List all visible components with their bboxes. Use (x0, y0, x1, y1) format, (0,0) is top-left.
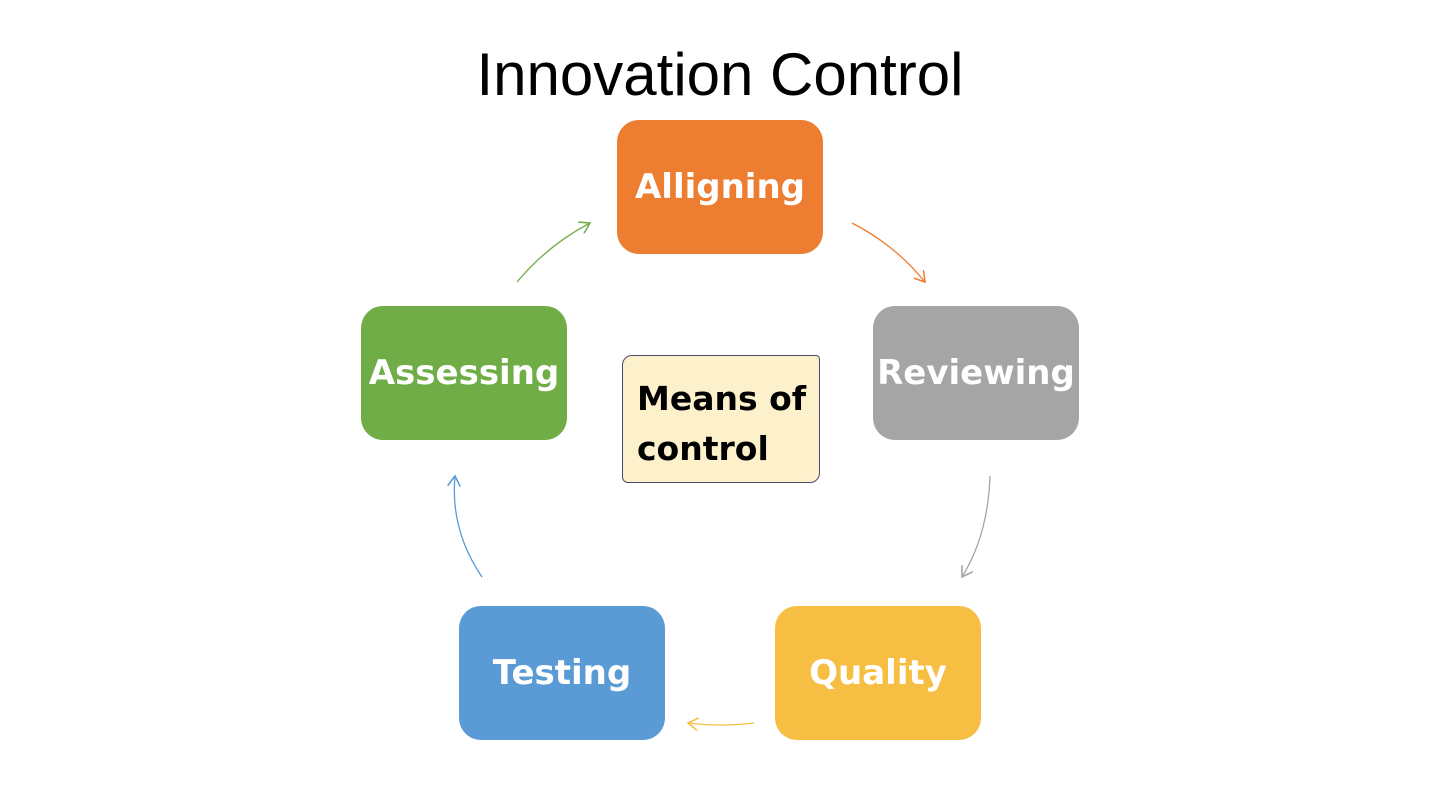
node-alligning: Alligning (617, 120, 823, 254)
node-label: Alligning (634, 167, 806, 207)
arrow-quality-to-testing (688, 723, 755, 725)
center-note: Means of control (622, 355, 820, 483)
node-quality: Quality (775, 606, 981, 740)
node-testing: Testing (459, 606, 665, 740)
node-label: Testing (492, 653, 632, 693)
arrow-reviewing-to-quality (962, 475, 991, 577)
node-label: Assessing (368, 353, 560, 393)
arrow-assessing-to-alligning (516, 223, 590, 283)
arrow-testing-to-assessing (454, 476, 483, 578)
arrow-alligning-to-reviewing (851, 222, 925, 282)
diagram-title: Innovation Control (476, 41, 964, 108)
node-assessing: Assessing (361, 306, 567, 440)
node-reviewing: Reviewing (873, 306, 1079, 440)
node-label: Quality (809, 653, 947, 693)
node-label: Reviewing (877, 353, 1075, 393)
center-note-line1: Means of (637, 379, 807, 418)
center-note-line2: control (637, 429, 769, 468)
